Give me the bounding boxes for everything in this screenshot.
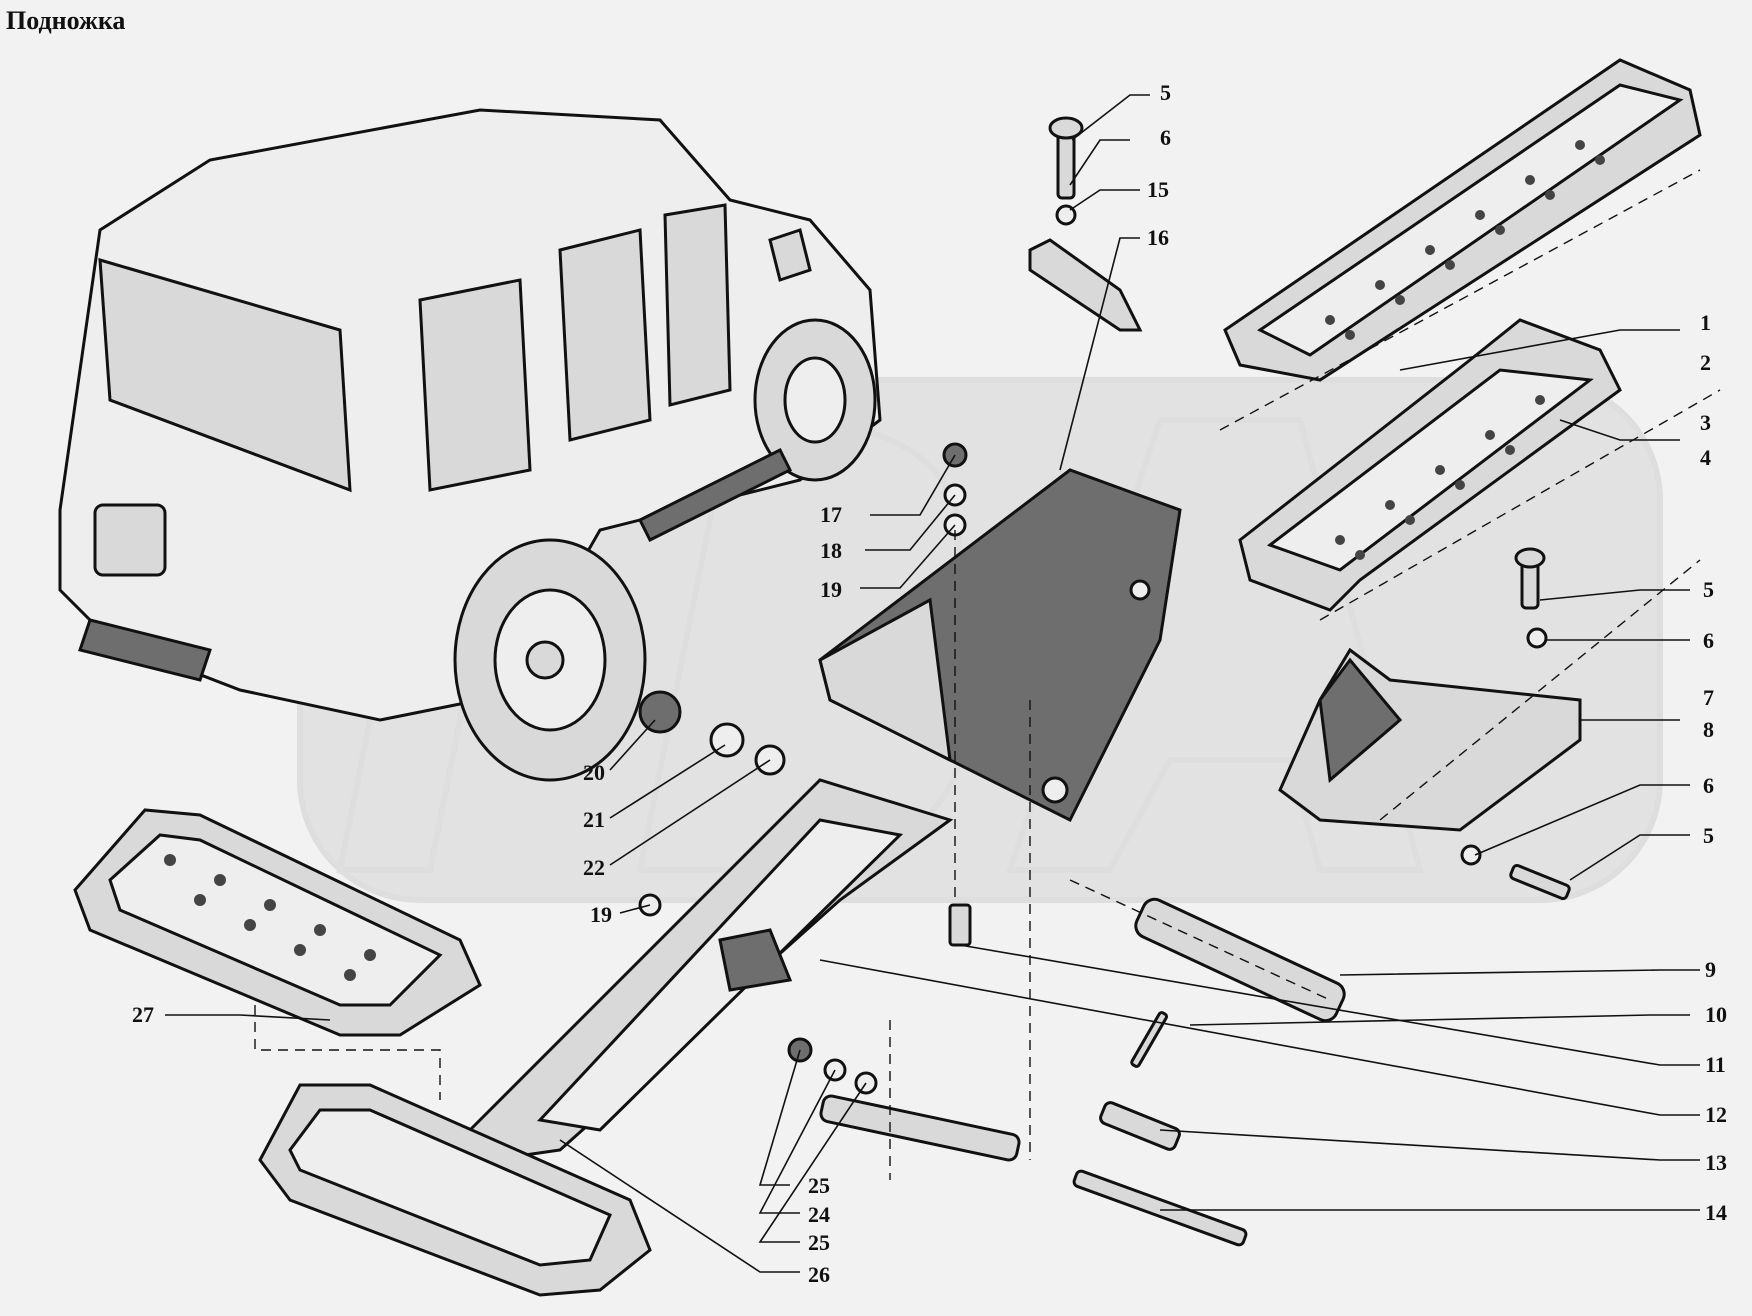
callout-label: 10 <box>1705 1002 1727 1027</box>
rear-corner-step <box>1278 647 1582 832</box>
callout-label: 5 <box>1703 577 1714 602</box>
running-board-long <box>1223 58 1702 382</box>
callout-label: 25 <box>808 1173 830 1198</box>
callout-label: 2 <box>1700 350 1711 375</box>
leader-lines <box>165 94 1700 1273</box>
callout-label: 12 <box>1705 1102 1727 1127</box>
callout-label: 22 <box>583 855 605 880</box>
fasteners <box>638 116 1571 1247</box>
bracket <box>1028 238 1143 332</box>
assembly-dash-lines <box>254 169 1721 1180</box>
callout-label: 19 <box>820 577 842 602</box>
callout-label: 21 <box>583 807 605 832</box>
folding-step-pad <box>258 1083 652 1297</box>
callout-label: 14 <box>1705 1200 1727 1225</box>
callout-label: 8 <box>1703 717 1714 742</box>
callout-label: 9 <box>1705 957 1716 982</box>
callout-labels: 1234555666789101112131415161718191920212… <box>132 80 1727 1287</box>
support-housing <box>818 468 1182 823</box>
callout-label: 6 <box>1703 773 1714 798</box>
step-pad <box>73 808 482 1037</box>
running-board-stepped <box>1238 318 1622 612</box>
callout-label: 3 <box>1700 410 1711 435</box>
callout-label: 19 <box>590 902 612 927</box>
callout-label: 13 <box>1705 1150 1727 1175</box>
callout-label: 6 <box>1160 125 1171 150</box>
callout-label: 24 <box>808 1202 830 1227</box>
vehicle-illustration <box>58 108 882 782</box>
callout-label: 5 <box>1160 80 1171 105</box>
callout-label: 25 <box>808 1230 830 1255</box>
callout-label: 11 <box>1705 1052 1726 1077</box>
swing-arm <box>468 778 954 1162</box>
callout-label: 4 <box>1700 445 1711 470</box>
callout-label: 6 <box>1703 628 1714 653</box>
callout-label: 20 <box>583 760 605 785</box>
callout-label: 27 <box>132 1002 154 1027</box>
callout-label: 26 <box>808 1262 830 1287</box>
callout-label: 18 <box>820 538 842 563</box>
page-title: Подножка <box>6 6 126 35</box>
callout-label: 17 <box>820 502 842 527</box>
board-holes <box>1325 140 1605 340</box>
callout-label: 1 <box>1700 310 1711 335</box>
callout-label: 16 <box>1147 225 1169 250</box>
callout-label: 5 <box>1703 823 1714 848</box>
callout-label: 7 <box>1703 685 1714 710</box>
callout-label: 15 <box>1147 177 1169 202</box>
